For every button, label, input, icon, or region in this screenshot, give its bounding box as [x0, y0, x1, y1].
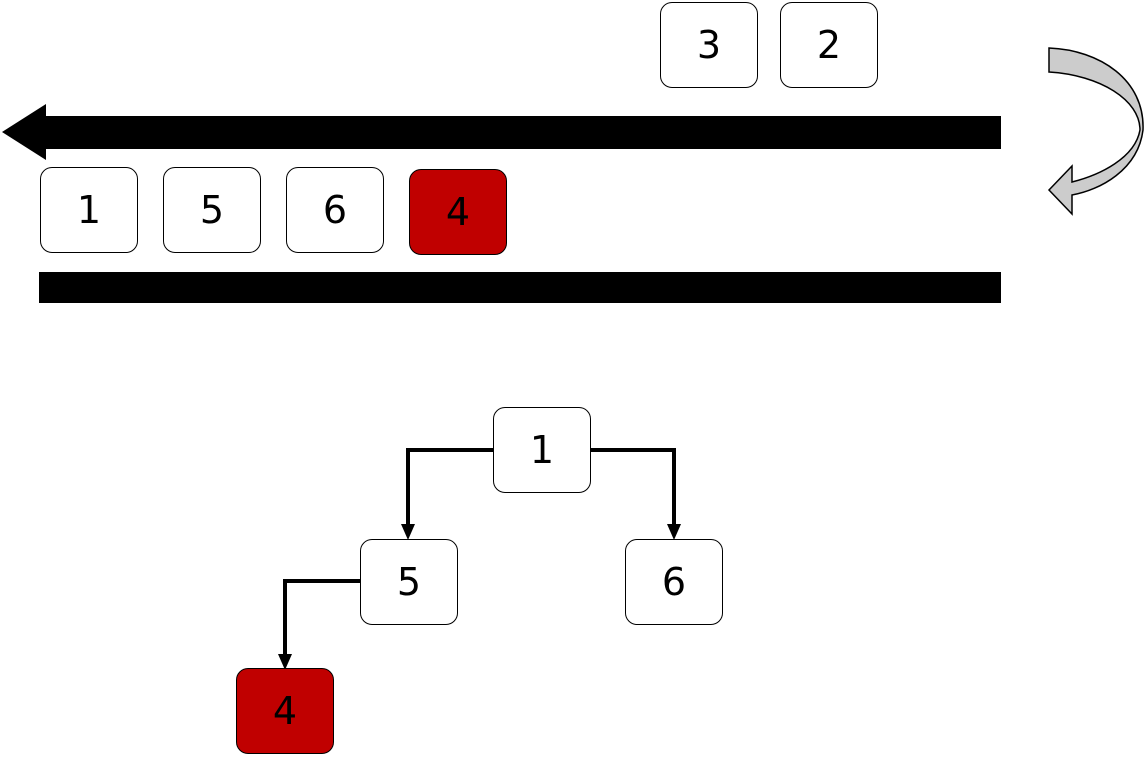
pending-node-2: 2 [780, 2, 878, 88]
edge-root-left [406, 448, 493, 527]
tree-right-node: 6 [625, 539, 723, 625]
arrowhead-root-right [667, 524, 681, 540]
queue-node-4-highlighted: 4 [409, 169, 507, 255]
edge-left-left [283, 579, 360, 657]
queue-node-1: 1 [40, 167, 138, 253]
curved-return-arrow-icon [1047, 47, 1144, 216]
tree-left-left-node-highlighted: 4 [236, 668, 334, 754]
tree-root-node: 1 [493, 407, 591, 493]
arrowheads [278, 524, 681, 670]
queue-bottom-bar [39, 272, 1001, 303]
tree-left-node: 5 [360, 539, 458, 625]
tree-connectors [283, 448, 676, 657]
arrowhead-root-left [401, 524, 415, 540]
arrowhead-left-left [278, 654, 292, 670]
queue-node-6: 6 [286, 167, 384, 253]
pending-node-3: 3 [660, 2, 758, 88]
queue-node-5: 5 [163, 167, 261, 253]
edge-root-right [590, 448, 676, 527]
left-arrow-icon [2, 104, 1001, 160]
